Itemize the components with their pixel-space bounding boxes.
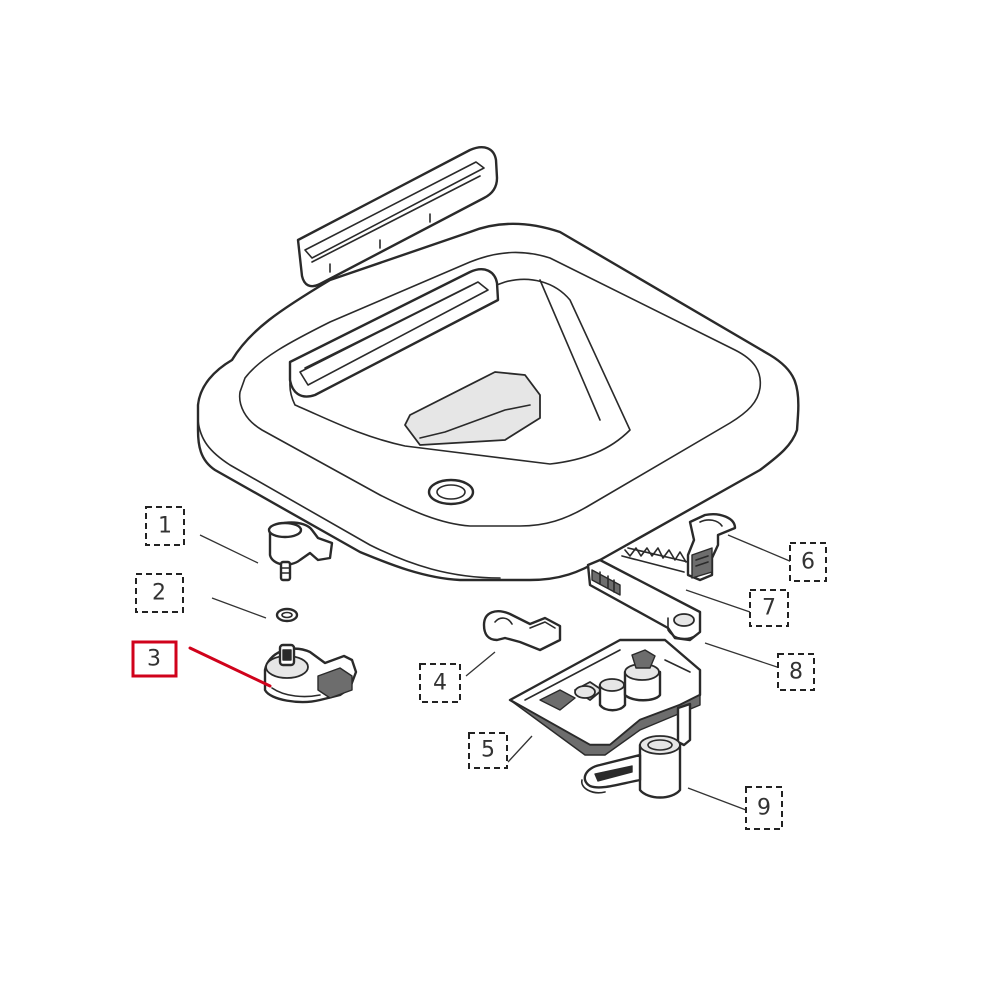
part-3-lock-cylinder bbox=[263, 643, 358, 704]
callout-4-label: 4 bbox=[433, 671, 447, 696]
part-6-latch-clip bbox=[686, 513, 737, 582]
callout-4: 4 bbox=[419, 663, 461, 703]
leader-6 bbox=[727, 534, 793, 563]
leader-5 bbox=[507, 735, 533, 763]
leader-2 bbox=[211, 597, 267, 619]
part-8-slide-bar bbox=[586, 558, 702, 642]
leader-7 bbox=[685, 589, 751, 613]
leader-8 bbox=[704, 642, 781, 669]
callout-5: 5 bbox=[468, 732, 508, 769]
callout-3-label: 3 bbox=[147, 647, 161, 672]
leader-9 bbox=[687, 787, 747, 811]
callout-9: 9 bbox=[745, 786, 783, 830]
callout-7: 7 bbox=[749, 589, 789, 627]
part-7-spring bbox=[621, 547, 689, 573]
handle-lid bbox=[296, 146, 499, 288]
callout-9-label: 9 bbox=[757, 796, 771, 821]
part-2-o-ring bbox=[275, 607, 299, 623]
part-5-base-plate bbox=[508, 638, 702, 756]
part-1-knob bbox=[267, 521, 334, 582]
main-housing bbox=[196, 222, 800, 582]
part-4-latch-hook bbox=[482, 610, 562, 652]
leader-4 bbox=[465, 651, 496, 677]
leader-lines bbox=[188, 534, 793, 811]
callout-1: 1 bbox=[145, 506, 185, 546]
part-9-latch-lever bbox=[581, 702, 692, 799]
callout-5-label: 5 bbox=[481, 738, 495, 763]
callout-6: 6 bbox=[789, 542, 827, 582]
callout-8: 8 bbox=[777, 653, 815, 691]
callout-7-label: 7 bbox=[762, 596, 776, 621]
leader-3 bbox=[188, 646, 272, 688]
leader-1 bbox=[199, 534, 259, 564]
callout-6-label: 6 bbox=[801, 550, 815, 575]
callout-3: 3 bbox=[131, 640, 178, 678]
callout-8-label: 8 bbox=[789, 660, 803, 685]
callout-2: 2 bbox=[135, 573, 184, 613]
callout-2-label: 2 bbox=[152, 581, 166, 606]
callout-1-label: 1 bbox=[158, 514, 172, 539]
